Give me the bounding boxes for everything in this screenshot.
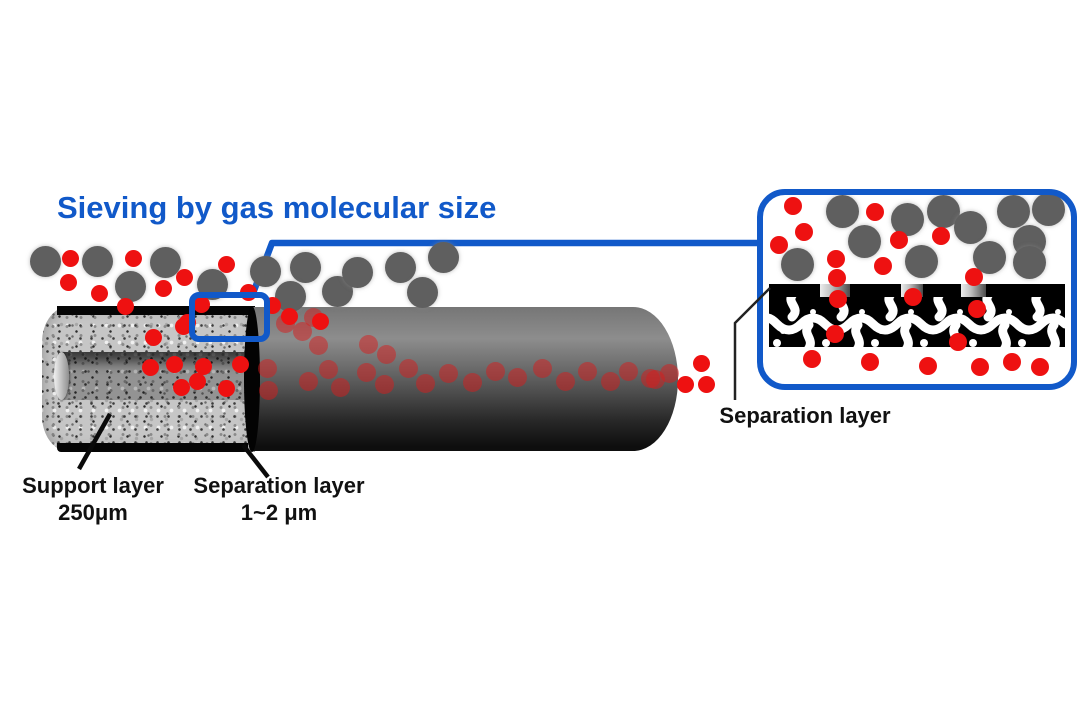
gas-molecule-gray-large [427, 241, 459, 273]
gas-molecule-red-small [217, 255, 235, 273]
inset-gas-molecule-red [829, 290, 847, 308]
inset-molecules-layer [757, 189, 1077, 390]
gas-molecule-red-small [154, 279, 172, 297]
inset-gas-molecule-gray [825, 194, 859, 228]
inset-separation-layer-label: Separation layer [719, 403, 891, 428]
gas-molecule-red-small [59, 273, 77, 291]
gas-molecule-gray-large [384, 251, 416, 283]
inset-gas-molecule-gray [890, 202, 924, 236]
separation-layer-label-line1: Separation layer [193, 473, 365, 498]
inset-gas-molecule-red [890, 231, 908, 249]
bore-channel [58, 352, 255, 400]
gas-molecule-red-small [697, 375, 715, 393]
inset-gas-molecule-red [784, 197, 802, 215]
inset-gas-molecule-red [861, 353, 879, 371]
gas-molecule-gray-large [341, 256, 373, 288]
inset-gas-molecule-red [828, 269, 846, 287]
inset-gas-molecule-red [866, 203, 884, 221]
gas-molecule-gray-large [406, 276, 438, 308]
inset-gas-molecule-red [971, 358, 989, 376]
inset-gas-molecule-red [795, 223, 813, 241]
membrane-outer-surface [252, 307, 678, 451]
separation-coating-bottom [57, 443, 248, 452]
inset-gas-molecule-red [874, 257, 892, 275]
inset-gas-molecule-gray [1012, 245, 1046, 279]
gas-molecule-red-small [61, 249, 79, 267]
inset-gas-molecule-red [932, 227, 950, 245]
inset-gas-molecule-red [1031, 358, 1049, 376]
zoom-highlight-rect [189, 292, 270, 342]
gas-molecule-red-small [175, 268, 193, 286]
gas-molecule-gray-large [114, 270, 146, 302]
separation-layer-label-line2: 1~2 μm [240, 500, 318, 525]
inset-gas-molecule-red [826, 325, 844, 343]
inset-gas-molecule-gray [953, 210, 987, 244]
inset-gas-molecule-red [904, 288, 922, 306]
inset-gas-molecule-red [803, 350, 821, 368]
gas-molecule-gray-large [149, 246, 181, 278]
separation-layer-label: Separation layer 1~2 μm [184, 472, 374, 526]
inset-gas-molecule-red [1003, 353, 1021, 371]
inset-gas-molecule-red [965, 268, 983, 286]
support-layer-label-line2: 250μm [58, 500, 128, 525]
separation-coating-top [57, 306, 255, 315]
bore-opening [54, 352, 69, 400]
inset-gas-molecule-gray [780, 247, 814, 281]
inset-gas-molecule-gray [996, 194, 1030, 228]
inset-gas-molecule-gray [1031, 192, 1065, 226]
gas-molecule-red-small [124, 249, 142, 267]
gas-molecule-gray-large [321, 275, 353, 307]
gas-molecule-gray-large [249, 255, 281, 287]
page-title: Sieving by gas molecular size [57, 190, 497, 225]
inset-gas-molecule-gray [904, 244, 938, 278]
inset-gas-molecule-red [919, 357, 937, 375]
inset-gas-molecule-gray [847, 224, 881, 258]
support-layer-label: Support layer 250μm [8, 472, 178, 526]
gas-molecule-gray-large [29, 245, 61, 277]
cut-face-edge [244, 306, 260, 452]
porous-maze [769, 297, 1065, 347]
gas-molecule-red-small [692, 354, 710, 372]
inset-gas-molecule-red [968, 300, 986, 318]
gas-molecule-gray-large [81, 245, 113, 277]
inset-gas-molecule-red [770, 236, 788, 254]
gas-molecule-gray-large [289, 251, 321, 283]
gas-molecule-red-small [90, 284, 108, 302]
gas-molecule-red-small [676, 375, 694, 393]
inset-gas-molecule-red [827, 250, 845, 268]
support-layer-label-line1: Support layer [22, 473, 164, 498]
inset-panel [757, 189, 1077, 390]
inset-gas-molecule-red [949, 333, 967, 351]
pore-opening-gap [961, 284, 986, 297]
